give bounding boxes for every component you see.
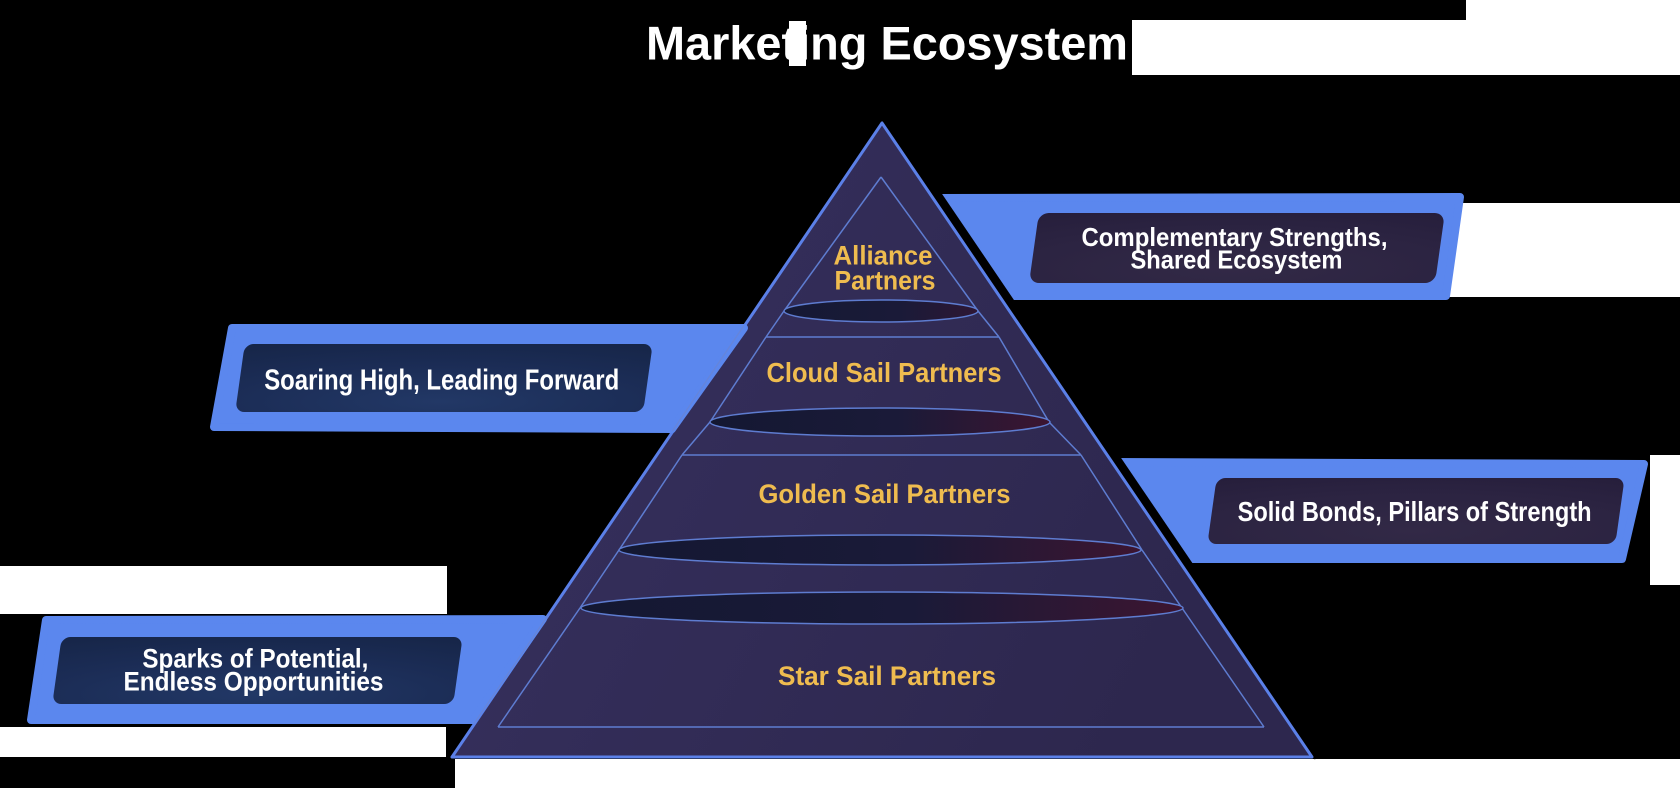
svg-text:Solid Bonds, Pillars of Streng: Solid Bonds, Pillars of Strength (1238, 496, 1592, 527)
svg-text:Cloud Sail Partners: Cloud Sail Partners (767, 357, 1002, 388)
svg-text:Endless Opportunities: Endless Opportunities (124, 667, 384, 697)
svg-text:Alliance: Alliance (834, 241, 933, 271)
svg-text:Complementary Strengths,: Complementary Strengths, (1082, 222, 1388, 252)
svg-text:Marketing Ecosystem: Marketing Ecosystem (646, 17, 1128, 70)
svg-text:Shared Ecosystem: Shared Ecosystem (1131, 245, 1343, 275)
svg-text:Partners: Partners (835, 265, 936, 295)
svg-text:Sparks of Potential,: Sparks of Potential, (142, 644, 368, 674)
svg-text:Soaring High, Leading Forward: Soaring High, Leading Forward (264, 364, 619, 396)
svg-text:Golden Sail Partners: Golden Sail Partners (759, 479, 1011, 509)
svg-text:Star Sail Partners: Star Sail Partners (778, 661, 996, 691)
